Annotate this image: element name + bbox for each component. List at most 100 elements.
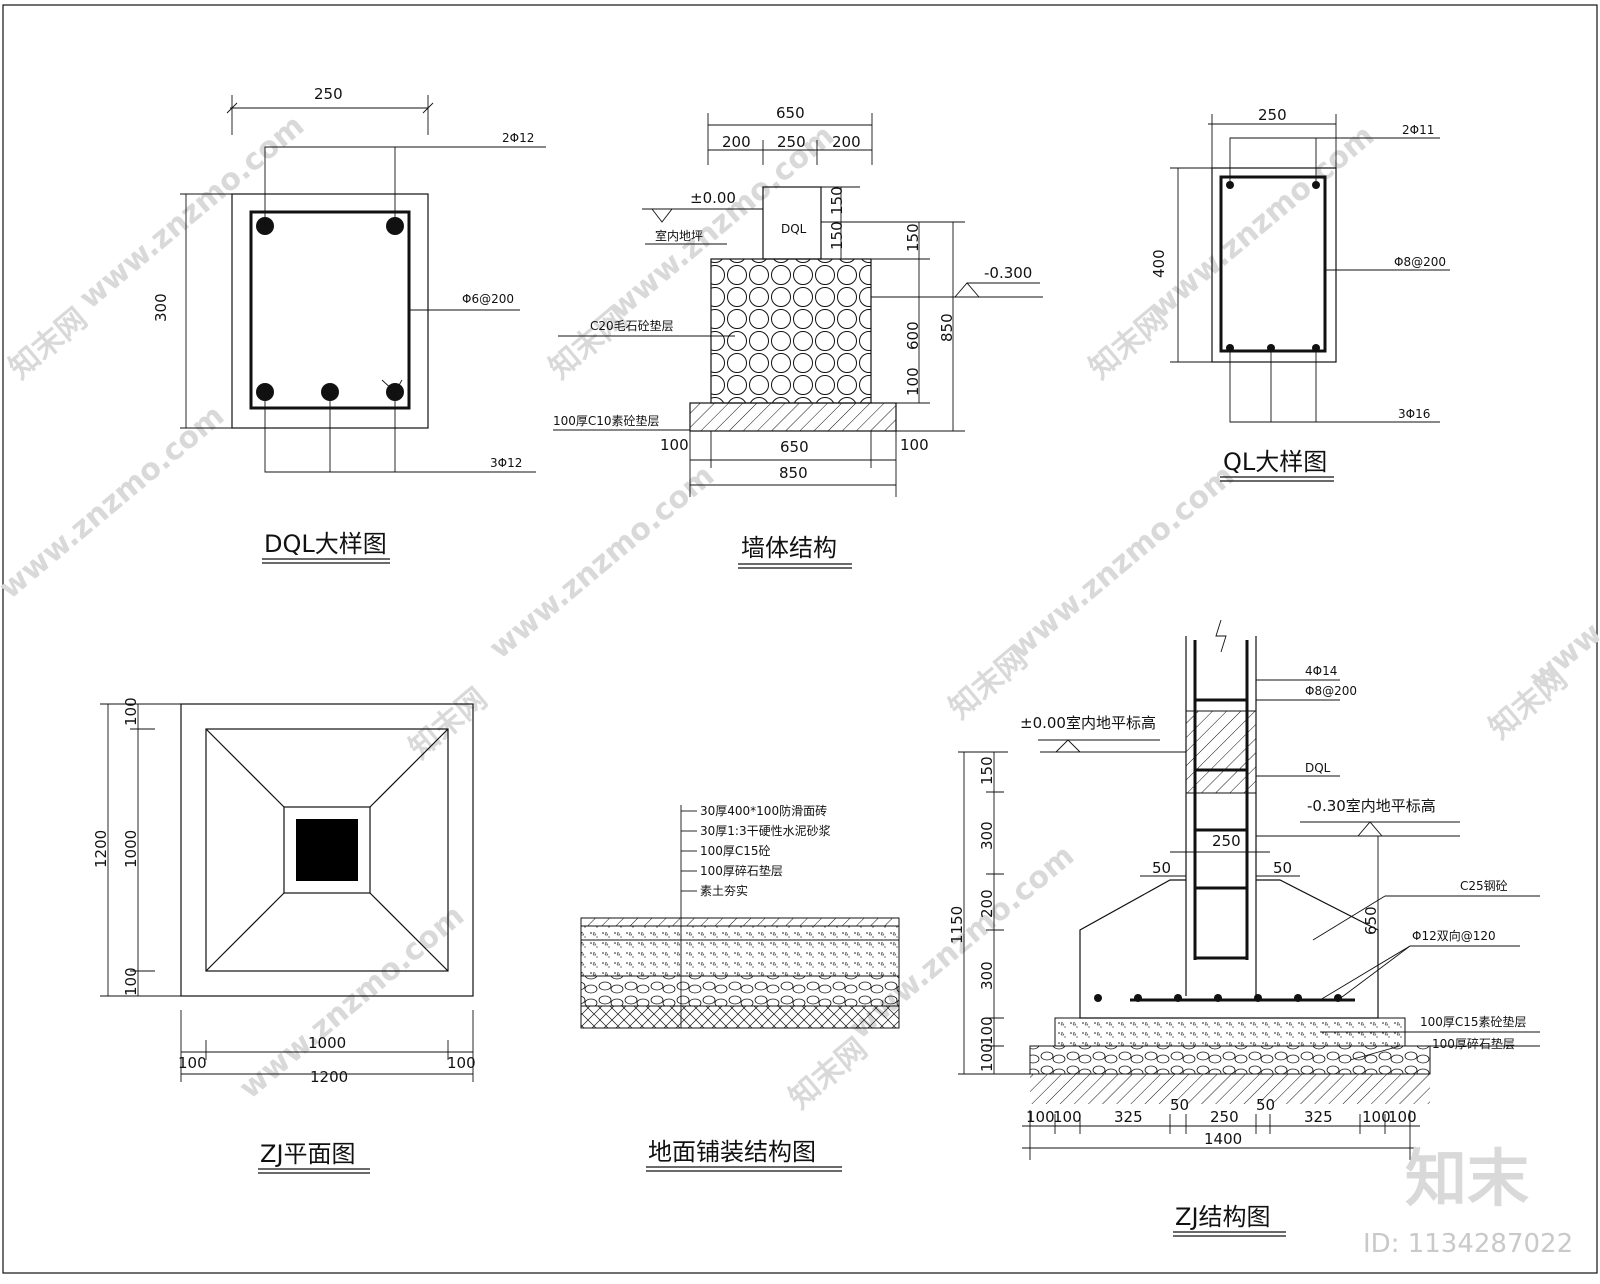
floor-label: 室内地坪 — [655, 228, 703, 243]
wall-title: 墙体结构 — [741, 534, 837, 562]
ql-title: QL大样图 — [1223, 448, 1327, 476]
dim-label: 1000 — [122, 830, 140, 868]
cushion-label: 100厚C10素砼垫层 — [553, 413, 660, 428]
level-zero: ±0.00室内地平标高 — [1020, 714, 1156, 732]
dim-label: 1200 — [310, 1068, 348, 1086]
dim-label: 200 — [722, 133, 751, 151]
wall-structure: 650 200 250 200 DQL ±0.00 室内地坪 150 150 1… — [553, 104, 1043, 569]
cushion-layer — [689, 402, 897, 432]
dim-label: 150 — [904, 223, 922, 252]
ql-beam-outline — [1211, 167, 1337, 363]
concrete-layer — [580, 939, 900, 977]
bottom-bars-label: 3Φ12 — [490, 456, 522, 470]
dim-label: 100 — [1362, 1108, 1391, 1126]
rebar-label: Φ12双向@120 — [1412, 928, 1496, 943]
gravel-cushion — [1029, 1045, 1431, 1075]
bars-label: 4Φ14 — [1305, 664, 1337, 678]
level-minus: -0.300 — [984, 264, 1032, 282]
watermark-text: www.znzmo.com — [0, 398, 231, 606]
level-zero: ±0.00 — [690, 189, 736, 207]
dql-label: DQL — [1305, 761, 1331, 775]
zj-structure: 4Φ14 Φ8@200 DQL ±0.00室内地平标高 -0.30室内地平标高 … — [948, 619, 1540, 1237]
id-text: ID: 1134287022 — [1363, 1229, 1573, 1259]
watermark-text: 知末网 — [783, 1031, 874, 1116]
dim-label: 300 — [152, 293, 170, 322]
bottom-bars-label: 3Φ16 — [1398, 407, 1430, 421]
zj-plan-title: ZJ平面图 — [260, 1140, 356, 1168]
watermark-text: www.znzmo.com — [1003, 458, 1241, 666]
rubble-fill — [710, 258, 872, 404]
concrete-label: C25钢砼 — [1460, 879, 1508, 893]
dim-label: 100 — [904, 367, 922, 396]
stirrup-label: Φ8@200 — [1305, 684, 1357, 698]
dim-label: 100 — [978, 1016, 996, 1045]
dql-section — [1185, 710, 1257, 794]
top-bars-label: 2Φ11 — [1402, 123, 1434, 137]
watermark-text: www.znzmo.com — [483, 458, 721, 666]
dim-label: 100 — [1026, 1108, 1055, 1126]
watermark-text: www.znzmo.com — [1523, 488, 1600, 696]
dim-label: 250 — [1258, 106, 1287, 124]
dim-label: 100 — [447, 1054, 476, 1072]
dim-label: 200 — [832, 133, 861, 151]
dim-label: 325 — [1304, 1108, 1333, 1126]
stirrup-label: Φ6@200 — [462, 292, 514, 306]
dim-label: 100 — [1053, 1108, 1082, 1126]
layer-label: 30厚1:3干硬性水泥砂浆 — [700, 823, 831, 838]
cushion-gravel-label: 100厚碎石垫层 — [1432, 1036, 1515, 1051]
layer-label: 100厚C15砼 — [700, 844, 771, 858]
plan-outer — [180, 703, 474, 997]
dim-label: 650 — [776, 104, 805, 122]
rubble-label: C20毛石砼垫层 — [590, 318, 674, 333]
brand-watermark: 知末 ID: 1134287022 — [1363, 1142, 1573, 1259]
cushion-c15-label: 100厚C15素砼垫层 — [1420, 1014, 1527, 1029]
dim-label: 1200 — [92, 830, 110, 868]
dim-label: 150 — [978, 756, 996, 785]
layer-label: 100厚碎石垫层 — [700, 863, 783, 878]
dim-label: 300 — [978, 821, 996, 850]
dim-label: 50 — [1170, 1096, 1189, 1114]
logo-text: 知末 — [1405, 1142, 1529, 1215]
dql-title: DQL大样图 — [264, 530, 387, 558]
dim-label: 150 — [828, 221, 846, 250]
paving-title: 地面铺装结构图 — [648, 1138, 816, 1166]
dim-label: 100 — [1388, 1108, 1417, 1126]
footing-outline — [1079, 879, 1379, 1019]
dim-label: 150 — [828, 186, 846, 215]
dim-label: 250 — [314, 85, 343, 103]
dim-label: 100 — [178, 1054, 207, 1072]
dim-label: 1000 — [308, 1034, 346, 1052]
dim-label: 250 — [777, 133, 806, 151]
zj-plan: 100 1000 1200 100 100 1000 100 1200 ZJ平面… — [92, 697, 476, 1174]
dim-label: 650 — [780, 438, 809, 456]
dim-label: 200 — [978, 889, 996, 918]
dim-label: 250 — [1212, 832, 1241, 850]
column-outline — [283, 806, 371, 894]
dim-label: 100 — [900, 436, 929, 454]
gravel-layer — [580, 975, 900, 1007]
soil-hatch — [1030, 1074, 1430, 1104]
watermark-text: 知末网 — [3, 301, 94, 386]
dim-label: 50 — [1273, 859, 1292, 877]
mortar-layer — [580, 925, 900, 941]
dql-stirrup — [249, 210, 411, 410]
dim-label: 1150 — [948, 906, 966, 944]
dql-label: DQL — [781, 222, 807, 236]
dim-label: 850 — [779, 464, 808, 482]
dim-label: 1400 — [1204, 1130, 1242, 1148]
stirrup-label: Φ8@200 — [1394, 255, 1446, 269]
sheet-frame — [2, 4, 1598, 1274]
level-minus: -0.30室内地平标高 — [1307, 797, 1436, 815]
zj-structure-title: ZJ结构图 — [1175, 1203, 1271, 1231]
ql-detail: 250 400 2Φ11 Φ8@200 3Φ16 QL大样图 — [1150, 106, 1450, 482]
soil-layer — [580, 1005, 900, 1029]
paving-structure: 30厚400*100防滑面砖 30厚1:3干硬性水泥砂浆 100厚C15砼 10… — [580, 803, 900, 1172]
dim-label: 850 — [938, 313, 956, 342]
dim-label: 325 — [1114, 1108, 1143, 1126]
dim-label: 50 — [1256, 1096, 1275, 1114]
plan-inner — [205, 728, 449, 972]
layer-label: 素土夯实 — [700, 883, 748, 898]
layer-label: 30厚400*100防滑面砖 — [700, 803, 827, 818]
